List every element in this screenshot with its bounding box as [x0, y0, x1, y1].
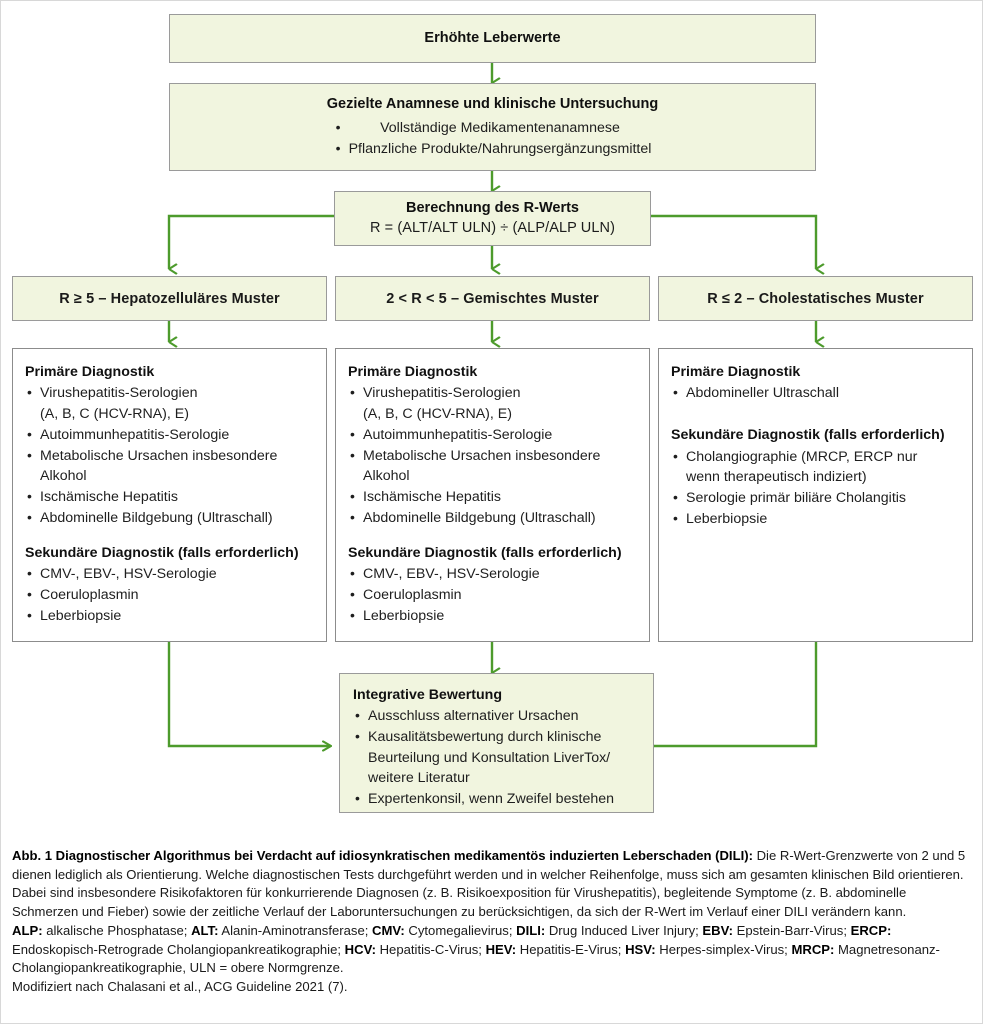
list-item: CMV-, EBV-, HSV-Serologie — [348, 563, 639, 585]
abbreviation-value: Epstein-Barr-Virus; — [732, 922, 851, 938]
list-item: Abdomineller Ultraschall — [671, 382, 962, 404]
integrative-list: Ausschluss alternativer Ursachen Kausali… — [353, 705, 643, 810]
primary-heading: Primäre Diagnostik — [25, 364, 155, 380]
caption-source: Modifiziert nach Chalasani et al., ACG G… — [12, 979, 348, 995]
node-integrative-bewertung: Integrative Bewertung Ausschluss alterna… — [339, 673, 654, 813]
abbreviation-value: Herpes-simplex-Virus; — [655, 941, 792, 957]
node-pattern-hepatozellulaer: R ≥ 5 – Hepatozelluläres Muster — [12, 276, 327, 321]
secondary-list: CMV-, EBV-, HSV-Serologie Coeruloplasmin… — [348, 563, 639, 627]
r-wert-formula: R = (ALT/ALT ULN) ÷ (ALP/ALP ULN) — [369, 220, 616, 237]
list-item: Vollständige Medikamentenanamnese — [334, 117, 652, 139]
node-anamnese: Gezielte Anamnese und klinische Untersuc… — [169, 83, 816, 171]
list-item: Expertenkonsil, wenn Zweifel bestehen — [353, 788, 643, 810]
node-pattern-gemischt: 2 < R < 5 – Gemischtes Muster — [335, 276, 650, 321]
primary-heading: Primäre Diagnostik — [348, 364, 478, 380]
caption-body: Die R-Wert-Grenzwerte von 2 und 5 dienen… — [12, 848, 966, 920]
secondary-heading: Sekundäre Diagnostik (falls erforderlich… — [671, 427, 945, 444]
node-diagnostik-gemischt: Primäre Diagnostik Virushepatitis-Serolo… — [335, 348, 650, 642]
secondary-list: CMV-, EBV-, HSV-Serologie Coeruloplasmin… — [25, 563, 316, 627]
primary-list: Virushepatitis-Serologien(A, B, C (HCV-R… — [348, 382, 639, 529]
abbreviation-value: Alanin-Aminotransferase; — [218, 922, 373, 938]
abbreviation-key: ALT: — [191, 922, 219, 938]
list-item: Ischämische Hepatitis — [348, 486, 639, 508]
abbreviation-value: alkalische Phosphatase; — [42, 922, 192, 938]
list-item: Leberbiopsie — [25, 605, 316, 627]
list-item: Abdominelle Bildgebung (Ultraschall) — [25, 507, 316, 529]
caption-title: Diagnostischer Algorithmus bei Verdacht … — [55, 848, 753, 863]
list-item: Virushepatitis-Serologien(A, B, C (HCV-R… — [25, 382, 316, 424]
abbreviation-key: HSV: — [625, 941, 656, 957]
list-item: Ischämische Hepatitis — [25, 486, 316, 508]
list-item: Serologie primär biliäre Cholangitis — [671, 487, 962, 509]
primary-list: Virushepatitis-Serologien(A, B, C (HCV-R… — [25, 382, 316, 529]
list-item: CMV-, EBV-, HSV-Serologie — [25, 563, 316, 585]
pattern-label: 2 < R < 5 – Gemischtes Muster — [386, 290, 599, 307]
caption-figure-number: Abb. 1 — [12, 848, 53, 863]
abbreviation-value: Endoskopisch-Retrograde Cholangiopankrea… — [12, 941, 345, 957]
list-item: Autoimmunhepatitis-Serologie — [348, 424, 639, 446]
caption-abbreviations: ALP: alkalische Phosphatase; ALT: Alanin… — [12, 922, 974, 978]
node-diagnostik-hepatozellulaer: Primäre Diagnostik Virushepatitis-Serolo… — [12, 348, 327, 642]
node-pattern-cholestatisch: R ≤ 2 – Cholestatisches Muster — [658, 276, 973, 321]
abbreviation-key: ERCP: — [850, 922, 892, 938]
list-item: Coeruloplasmin — [348, 584, 639, 606]
pattern-label: R ≤ 2 – Cholestatisches Muster — [707, 290, 924, 307]
abbreviation-key: MRCP: — [791, 941, 835, 957]
list-item: Ausschluss alternativer Ursachen — [353, 705, 643, 727]
pattern-label: R ≥ 5 – Hepatozelluläres Muster — [59, 290, 280, 307]
list-item: Virushepatitis-Serologien(A, B, C (HCV-R… — [348, 382, 639, 424]
abbreviation-key: EBV: — [702, 922, 733, 938]
list-item: Kausalitätsbewertung durch klinischeBeur… — [353, 726, 643, 789]
node-title: Erhöhte Leberwerte — [424, 30, 561, 47]
list-item: Autoimmunhepatitis-Serologie — [25, 424, 316, 446]
abbreviation-value: Drug Induced Liver Injury; — [545, 922, 703, 938]
anamnese-list: Vollständige Medikamentenanamnese Pflanz… — [334, 117, 652, 160]
abbreviation-value: Hepatitis-E-Virus; — [516, 941, 626, 957]
abbreviation-value: Cytomegalievirus; — [404, 922, 517, 938]
node-erhoehte-leberwerte: Erhöhte Leberwerte — [169, 14, 816, 63]
list-item: Leberbiopsie — [671, 508, 962, 530]
secondary-heading: Sekundäre Diagnostik (falls erforderlich… — [348, 544, 622, 561]
list-item: Pflanzliche Produkte/Nahrungsergänzungsm… — [334, 138, 652, 160]
list-item: Metabolische Ursachen insbesondereAlkoho… — [348, 445, 639, 487]
node-r-wert-berechnung: Berechnung des R-Werts R = (ALT/ALT ULN)… — [334, 191, 651, 246]
list-item: Metabolische Ursachen insbesondereAlkoho… — [25, 445, 316, 487]
abbreviation-value: Hepatitis-C-Virus; — [375, 941, 486, 957]
list-item: Abdominelle Bildgebung (Ultraschall) — [348, 507, 639, 529]
abbreviation-key: HCV: — [344, 941, 376, 957]
figure-caption: Abb. 1 Diagnostischer Algorithmus bei Ve… — [12, 847, 974, 997]
abbreviation-value: Magnetresonanz-Cholangiopankreatikograph… — [12, 941, 940, 976]
abbreviation-key: HEV: — [485, 941, 517, 957]
node-title: Gezielte Anamnese und klinische Untersuc… — [326, 96, 659, 112]
primary-list: Abdomineller Ultraschall — [671, 382, 962, 404]
secondary-heading: Sekundäre Diagnostik (falls erforderlich… — [25, 544, 299, 561]
list-item: Coeruloplasmin — [25, 584, 316, 606]
node-title: Berechnung des R-Werts — [406, 200, 579, 217]
abbreviation-key: CMV: — [372, 922, 405, 938]
primary-heading: Primäre Diagnostik — [671, 364, 801, 380]
node-diagnostik-cholestatisch: Primäre Diagnostik Abdomineller Ultrasch… — [658, 348, 973, 642]
caption-main: Abb. 1 Diagnostischer Algorithmus bei Ve… — [12, 847, 974, 922]
integrative-heading: Integrative Bewertung — [353, 687, 502, 703]
list-item: Leberbiopsie — [348, 605, 639, 627]
abbreviation-key: ALP: — [12, 922, 43, 938]
abbreviation-key: DILI: — [516, 922, 546, 938]
